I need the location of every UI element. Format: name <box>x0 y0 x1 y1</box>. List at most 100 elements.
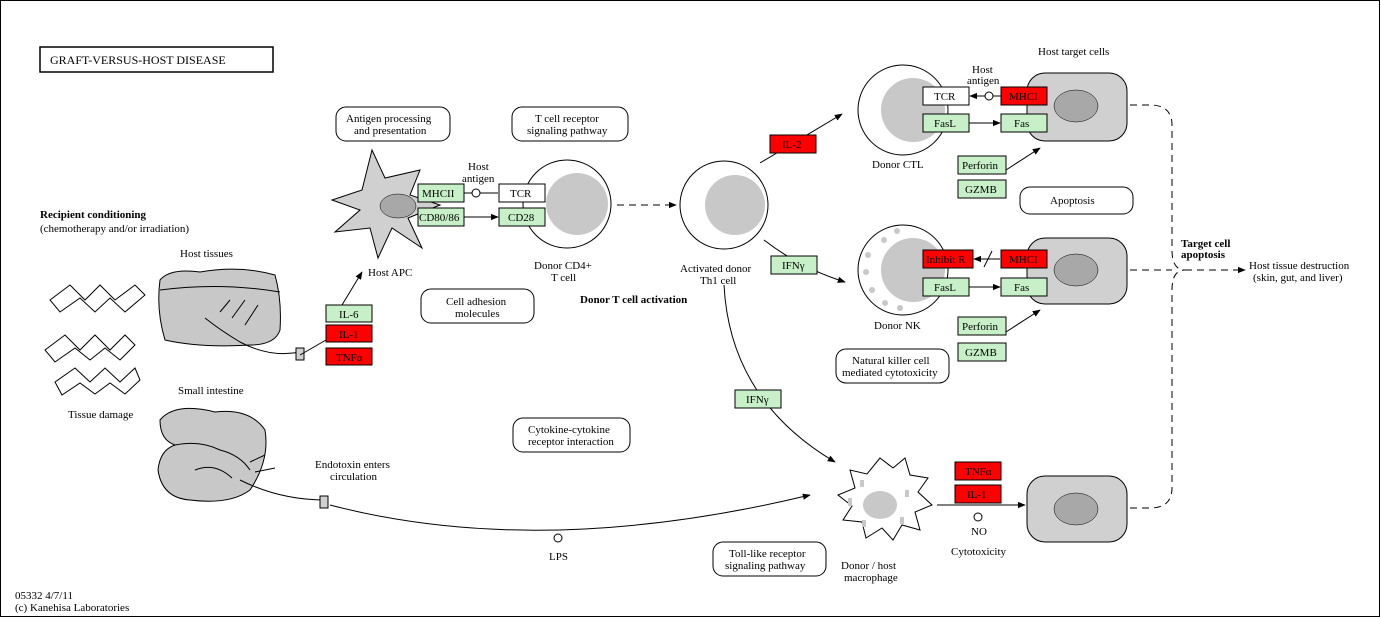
gene-mhci-nk[interactable]: MHCI <box>1000 249 1048 269</box>
gene-perforin-ctl[interactable]: Perforin <box>957 155 1007 175</box>
donor-ctl-label: Donor CTL <box>872 159 924 171</box>
gene-gzmb-nk[interactable]: GZMB <box>957 342 1007 362</box>
th1-to-macrophage-arrow <box>723 284 836 463</box>
host-antigen-marker-ctl <box>984 91 994 101</box>
map-apoptosis[interactable]: Apoptosis <box>1019 186 1134 215</box>
svg-text:TNFα: TNFα <box>965 466 992 478</box>
host-tissue-image <box>158 268 305 361</box>
svg-text:Cytokine-cytokine: Cytokine-cytokine <box>528 424 610 436</box>
host-apc-cell <box>330 148 442 260</box>
svg-text:Toll-like receptor: Toll-like receptor <box>729 548 806 560</box>
map-id-date: 05332 4/7/11 <box>15 590 73 602</box>
gene-mhci-ctl[interactable]: MHCI <box>1000 86 1048 106</box>
gene-il1-apc[interactable]: IL-1 <box>325 324 373 343</box>
map-nk-cytotoxicity[interactable]: Natural killer cell mediated cytotoxicit… <box>835 348 950 384</box>
map-antigen-processing[interactable]: Antigen processing and presentation <box>335 106 451 142</box>
tissue-to-cytokines-line <box>299 339 327 356</box>
svg-text:Fas: Fas <box>1014 118 1029 130</box>
gene-fas-nk[interactable]: Fas <box>1000 277 1048 297</box>
gene-tnfa-mac[interactable]: TNFα <box>954 461 1002 481</box>
cytotoxicity-label: Cytotoxicity <box>951 546 1007 558</box>
donor-cd4-label-2: T cell <box>551 272 576 284</box>
host-antigen-label-1: Host <box>468 161 489 173</box>
svg-text:TCR: TCR <box>510 188 532 200</box>
map-cytokine-interaction[interactable]: Cytokine-cytokine receptor interaction <box>512 417 631 453</box>
svg-text:receptor interaction: receptor interaction <box>528 436 614 448</box>
svg-text:GRAFT-VERSUS-HOST DISEASE: GRAFT-VERSUS-HOST DISEASE <box>50 53 226 67</box>
svg-text:MHCI: MHCI <box>1009 254 1038 266</box>
map-toll-like-receptor[interactable]: Toll-like receptor signaling pathway <box>712 541 827 577</box>
svg-text:TNFα: TNFα <box>336 352 363 364</box>
endotoxin-label-1: Endotoxin enters <box>315 459 390 471</box>
map-cell-adhesion[interactable]: Cell adhesion molecules <box>420 288 535 324</box>
perforin-to-target-arrow-ctl <box>1005 147 1041 171</box>
host-target-cells-label: Host target cells <box>1038 46 1109 58</box>
gene-cd28[interactable]: CD28 <box>498 207 546 227</box>
svg-text:CD80/86: CD80/86 <box>419 212 460 224</box>
svg-text:FasL: FasL <box>934 282 956 294</box>
gene-mhcii[interactable]: MHCII <box>417 183 465 203</box>
target-apoptosis-label-2: apoptosis <box>1181 249 1226 261</box>
svg-text:IL-1: IL-1 <box>967 489 987 501</box>
recipient-conditioning-label: Recipient conditioning <box>40 209 147 221</box>
lps-label: LPS <box>549 551 568 563</box>
perforin-to-target-arrow-nk <box>1005 309 1041 333</box>
svg-text:IL-1: IL-1 <box>339 329 359 341</box>
donor-cd4-label-1: Donor CD4+ <box>534 260 592 272</box>
gene-fasl-ctl[interactable]: FasL <box>922 113 970 133</box>
host-antigen-top-label-1: Host <box>972 64 993 76</box>
activated-donor-label-1: Activated donor <box>680 263 752 275</box>
svg-text:T cell receptor: T cell receptor <box>535 113 599 125</box>
svg-text:Fas: Fas <box>1014 282 1029 294</box>
mac-apoptosis-dash <box>1130 269 1186 509</box>
gene-il6[interactable]: IL-6 <box>325 304 373 323</box>
svg-text:Inhibit R: Inhibit R <box>926 254 966 266</box>
gene-ifng-mac[interactable]: IFNγ <box>734 389 782 409</box>
donor-ctl-cell <box>857 64 949 156</box>
lps-to-macrophage-arrow <box>329 493 811 531</box>
diagram-title: GRAFT-VERSUS-HOST DISEASE <box>39 46 274 73</box>
svg-text:Cell adhesion: Cell adhesion <box>446 296 507 308</box>
inhibition-slash <box>983 250 993 268</box>
host-apc-label: Host APC <box>368 267 412 279</box>
gene-tnfa-apc[interactable]: TNFα <box>325 347 373 366</box>
no-marker <box>973 512 983 522</box>
host-target-cell-mac <box>1026 475 1128 543</box>
gene-fasl-nk[interactable]: FasL <box>922 277 970 297</box>
svg-text:TCR: TCR <box>934 91 956 103</box>
copyright-label: (c) Kanehisa Laboratories <box>15 602 129 614</box>
svg-text:IL-2: IL-2 <box>782 139 802 151</box>
svg-text:IFNγ: IFNγ <box>782 260 805 272</box>
host-destruction-label-2: (skin, gut, and liver) <box>1253 272 1343 284</box>
host-tissues-label: Host tissues <box>180 248 233 260</box>
svg-text:GZMB: GZMB <box>965 184 997 196</box>
donor-cd4-cell <box>522 159 612 249</box>
gene-il1-mac[interactable]: IL-1 <box>954 484 1002 504</box>
donor-activation-label: Donor T cell activation <box>580 294 687 306</box>
svg-text:Perforin: Perforin <box>962 321 999 333</box>
gene-inhibit-r[interactable]: Inhibit R <box>922 249 974 269</box>
svg-text:Perforin: Perforin <box>962 160 999 172</box>
activated-donor-label-2: Th1 cell <box>700 275 736 287</box>
no-label: NO <box>971 526 987 538</box>
macrophage-label-1: Donor / host <box>841 560 896 572</box>
gene-il2[interactable]: IL-2 <box>769 134 817 154</box>
map-tcr-signaling[interactable]: T cell receptor signaling pathway <box>511 106 629 142</box>
gene-tcr-cd4[interactable]: TCR <box>498 183 546 203</box>
gene-ifng-nk[interactable]: IFNγ <box>770 255 818 275</box>
gene-cd80-86[interactable]: CD80/86 <box>417 207 465 227</box>
gene-gzmb-ctl[interactable]: GZMB <box>957 179 1007 199</box>
tissue-damage-label: Tissue damage <box>68 409 133 421</box>
svg-text:mediated cytotoxicity: mediated cytotoxicity <box>842 367 938 379</box>
svg-text:Natural killer cell: Natural killer cell <box>852 355 930 367</box>
svg-text:Apoptosis: Apoptosis <box>1050 195 1095 207</box>
tissue-damage-arrows <box>44 284 146 396</box>
gene-tcr-ctl[interactable]: TCR <box>922 86 970 106</box>
host-antigen-top-label-2: antigen <box>967 75 1000 87</box>
svg-text:FasL: FasL <box>934 118 956 130</box>
svg-text:and presentation: and presentation <box>354 125 427 137</box>
gene-perforin-nk[interactable]: Perforin <box>957 316 1007 336</box>
gene-fas-ctl[interactable]: Fas <box>1000 113 1048 133</box>
